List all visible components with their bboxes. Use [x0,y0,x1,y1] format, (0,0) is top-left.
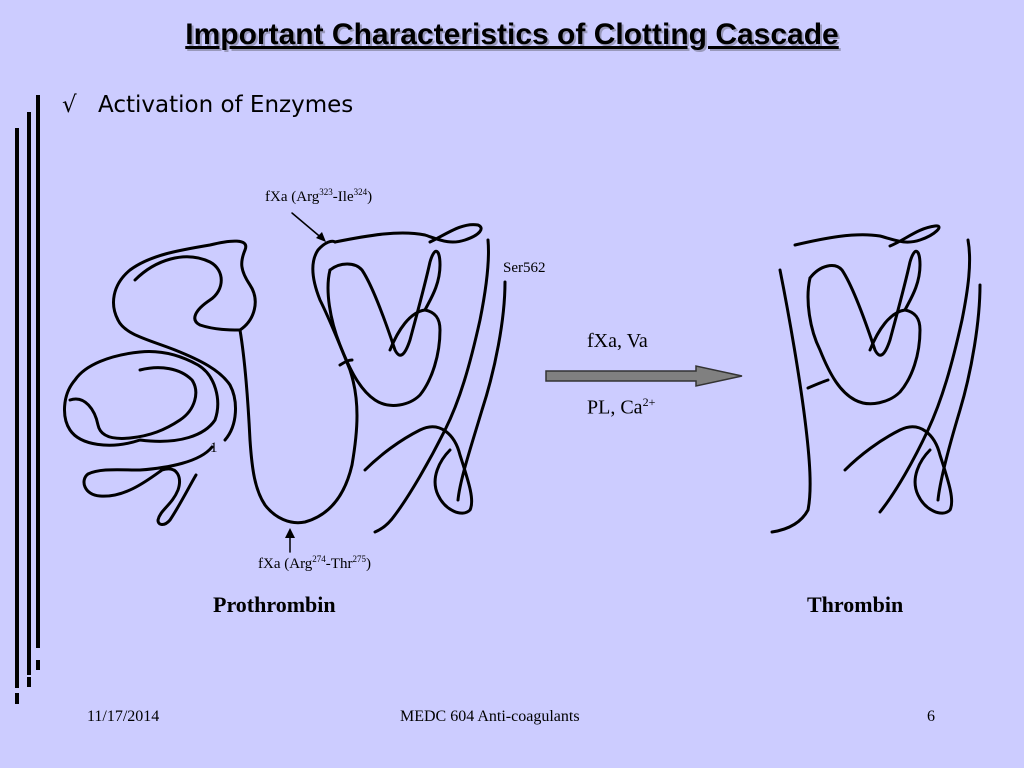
footer-page-number: 6 [927,708,935,725]
ser562-label: Ser562 [503,260,546,276]
prothrombin-catalytic-loop-c [338,358,354,367]
n-terminus-label: 1 [210,440,218,456]
prothrombin-label: Prothrombin [213,592,336,617]
prothrombin-linker [238,239,359,525]
checkmark-icon: √ [62,92,77,118]
prothrombin-kringle-1 [63,350,220,447]
prothrombin-catalytic-loop-b [326,268,442,407]
slide-title: Important Characteristics of Clotting Ca… [185,18,839,51]
thrombin-outer-top [793,224,941,248]
cleavage-arrowhead-bottom [285,528,295,538]
reaction-cofactor-label: PL, Ca2+ [587,395,656,419]
prothrombin-ser-strand [456,280,507,502]
reaction-arrow-icon [545,365,743,387]
cleavage-site-bottom-label: fXa (Arg274-Thr275) [258,554,371,572]
footer-course: MEDC 604 Anti-coagulants [400,708,580,725]
thrombin-loop-c [806,378,830,390]
cleavage-site-top-label: fXa (Arg323-Ile324) [265,187,373,205]
thrombin-left-strand [770,268,812,534]
bullet-text: Activation of Enzymes [98,92,354,118]
reaction-catalyst-label: fXa, Va [587,330,648,352]
prothrombin-catalytic-loop-a [328,250,442,357]
prothrombin-catalytic-outer [333,223,483,244]
thrombin-loop-d [843,425,954,515]
prothrombin-catalytic-tail [373,238,490,534]
prothrombin-catalytic-loop-d [363,425,474,515]
thrombin-label: Thrombin [807,592,904,617]
thrombin-loop-b [806,276,922,406]
prothrombin-kringle-2 [112,239,257,442]
prothrombin-gla-domain [82,445,214,526]
footer-date: 11/17/2014 [87,708,160,725]
prothrombin-kringle-1-inner [68,366,198,440]
thrombin-right-strand [878,238,972,514]
thrombin-ser-strand [936,283,982,502]
thrombin-loop-a [808,250,922,357]
prothrombin-kringle-2-inner [133,255,242,332]
bullet-item: √ Activation of Enzymes [62,92,353,118]
decorative-side-bars [15,95,40,704]
cleavage-arrowhead-top [316,232,326,242]
